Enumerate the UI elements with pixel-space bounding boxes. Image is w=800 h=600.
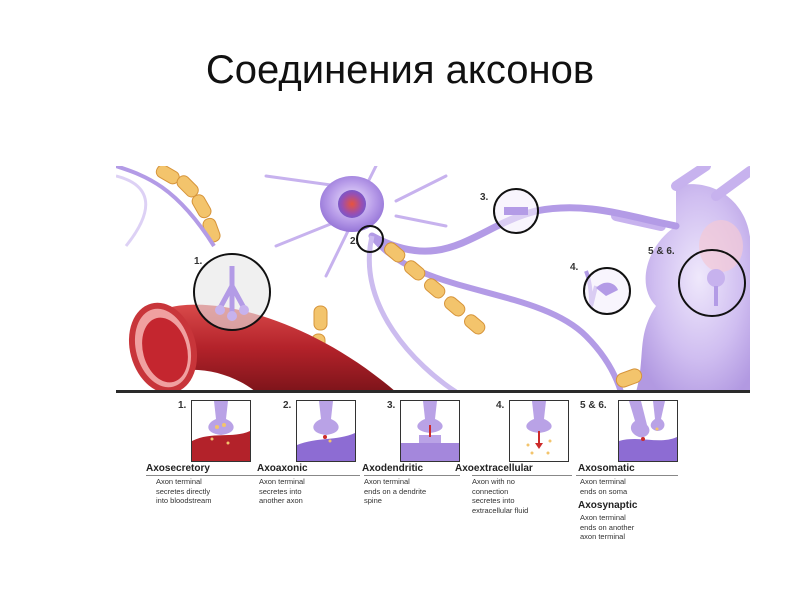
panel-number-5-6: 5 & 6. [580,400,607,411]
panel-number-3: 3. [387,400,395,411]
label-rule [576,475,678,476]
description-axodendritic: Axon terminal ends on a dendrite spine [364,477,426,506]
label-rule [146,475,360,476]
large-soma [636,184,750,392]
callout-label-3: 3. [480,192,488,203]
label-axosecretory: Axosecretory [146,463,210,474]
panel-axoextracellular [509,400,569,462]
panel-axodendritic [400,400,460,462]
label-axosomatic: Axosomatic [578,463,635,474]
callout-label-4: 4. [570,262,578,273]
slide-title: Соединения аксонов [0,48,800,93]
label-axosynaptic: Axosynaptic [578,500,637,511]
figure-divider [116,390,750,393]
panel-axosecretory [191,400,251,462]
description-axoextracellular: Axon with no connection secretes into ex… [472,477,528,515]
label-rule [364,475,460,476]
description-axoaxonic: Axon terminal secretes into another axon [259,477,305,506]
callout-label-1: 1. [194,256,202,267]
panel-axosomatic-axosynaptic [618,400,678,462]
axon-connections-illustration [116,166,750,392]
callout-label-5-6: 5 & 6. [648,246,675,257]
description-axosecretory: Axon terminal secretes directly into blo… [156,477,211,506]
description-axosynaptic: Axon terminal ends on another axon termi… [580,513,634,542]
label-rule [472,475,572,476]
panel-number-4: 4. [496,400,504,411]
neuron-nucleus [338,190,366,218]
label-axodendritic: Axodendritic [362,463,423,474]
panel-number-2: 2. [283,400,291,411]
label-axoextracellular: Axoextracellular [455,463,533,474]
panel-number-1: 1. [178,400,186,411]
description-axosomatic: Axon terminal ends on soma [580,477,627,496]
panel-axoaxonic [296,400,356,462]
callout-label-2: 2. [350,236,358,247]
label-axoaxonic: Axoaxonic [257,463,308,474]
